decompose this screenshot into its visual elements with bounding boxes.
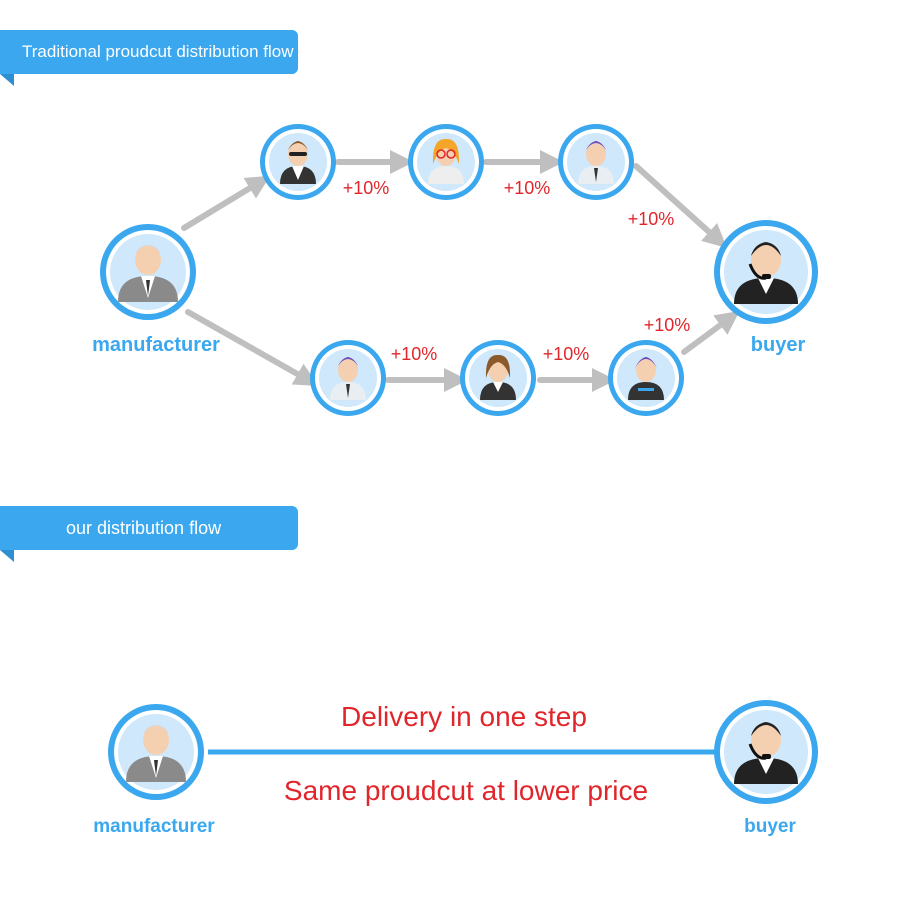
flow-arrows — [181, 150, 740, 392]
markup-label-4: +10% — [391, 344, 438, 364]
our-flow-header-text: our distribution flow — [66, 517, 222, 538]
manufacturer-label: manufacturer — [92, 334, 220, 356]
manufacturer-avatar — [100, 224, 196, 320]
arrow-lower-3 — [681, 310, 740, 355]
traditional-flow-header-text: Traditional proudcut distribution flow — [22, 42, 294, 61]
manufacturer-avatar-direct — [108, 704, 204, 800]
arrow-manufacturer-lower — [185, 309, 319, 386]
arrow-manufacturer-upper — [181, 175, 271, 231]
middleman-avatar-6 — [608, 340, 684, 416]
middleman-avatar-4 — [310, 340, 386, 416]
traditional-flow-header: Traditional proudcut distribution flow — [0, 30, 298, 86]
manufacturer-label-direct: manufacturer — [93, 816, 215, 837]
markup-label-3: +10% — [628, 209, 675, 229]
buyer-avatar — [712, 218, 820, 326]
middleman-avatar-2 — [408, 124, 484, 200]
markup-label-2: +10% — [504, 178, 551, 198]
middleman-avatar-3 — [558, 124, 634, 200]
markup-label-5: +10% — [543, 344, 590, 364]
message-top: Delivery in one step — [341, 701, 587, 732]
message-bottom: Same proudcut at lower price — [284, 775, 648, 806]
arrow-upper-3 — [633, 163, 727, 249]
buyer-avatar-direct — [712, 698, 820, 806]
buyer-label-direct: buyer — [744, 816, 796, 837]
middleman-avatar-1 — [260, 124, 336, 200]
markup-label-6: +10% — [644, 315, 691, 335]
buyer-label: buyer — [751, 334, 806, 356]
middleman-avatar-5 — [460, 340, 536, 416]
markup-label-1: +10% — [343, 178, 390, 198]
our-flow-header: our distribution flow — [0, 506, 298, 562]
